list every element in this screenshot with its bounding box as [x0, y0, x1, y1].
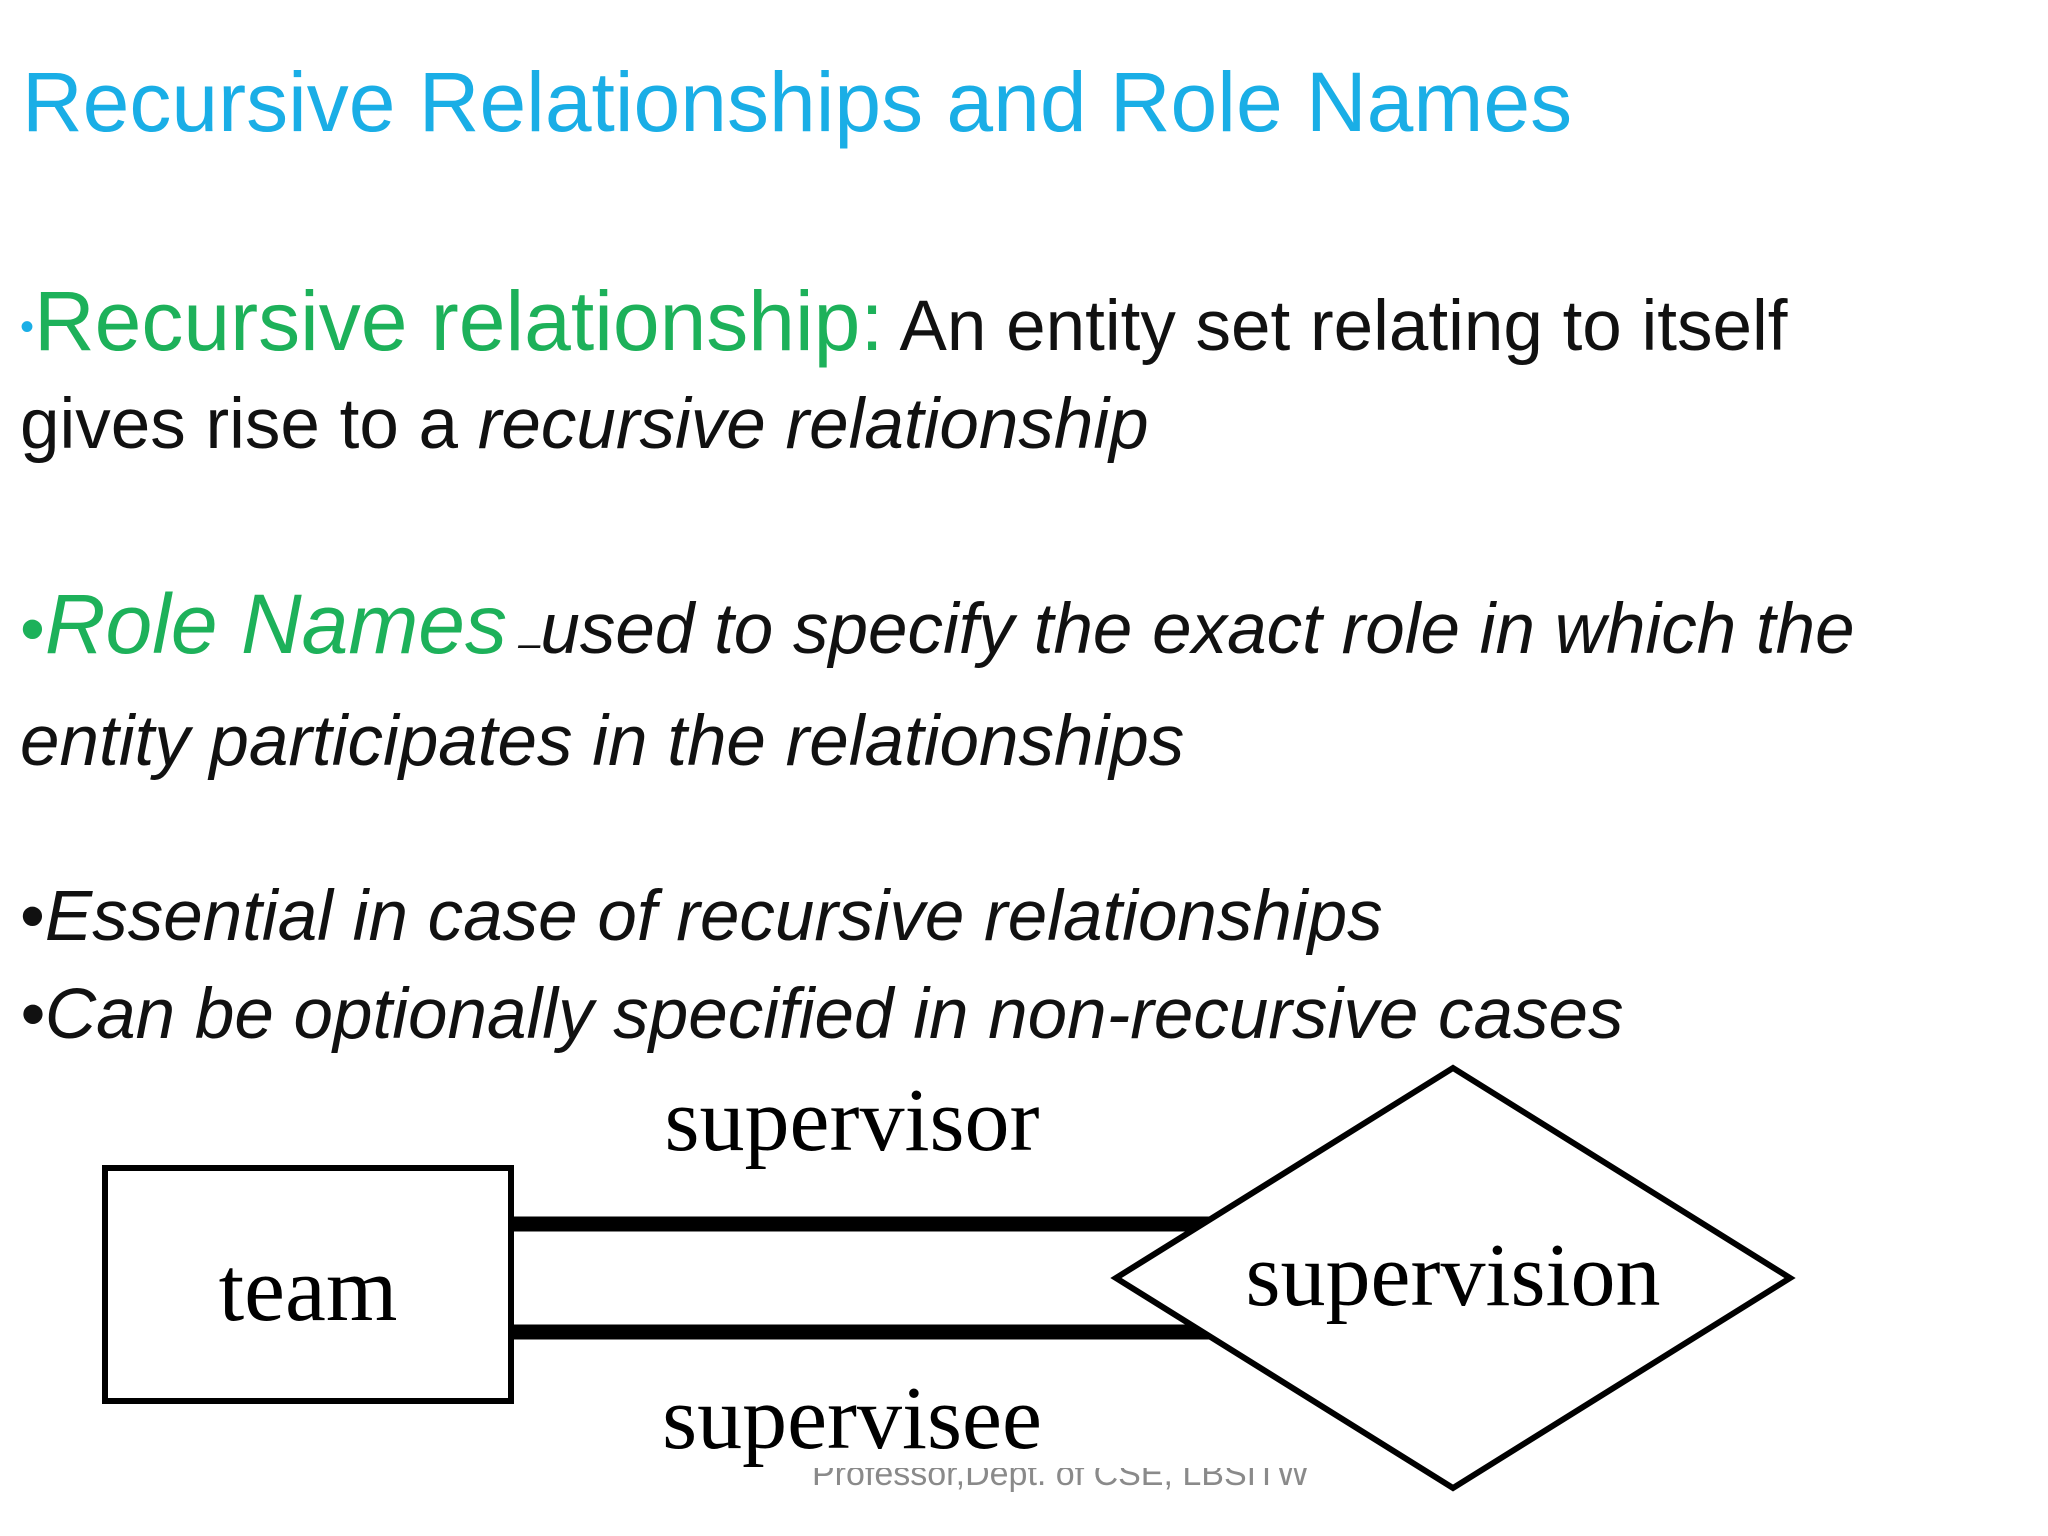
bullet-text-italic: recursive relationship [477, 385, 1149, 464]
relationship-diamond [1110, 1064, 1796, 1492]
bullet-text: An entity set relating to itself [883, 287, 1788, 366]
term-recursive-relationship: Recursive relationship: [34, 274, 884, 368]
bullet-line: •Recursive relationship: An entity set r… [20, 272, 1788, 376]
bullet-text: used to specify the exact role in which … [540, 590, 1855, 669]
bullet-line: entity participates in the relationships [20, 693, 1855, 791]
term-role-names: Role Names [44, 577, 508, 671]
er-diagram-svg: team supervision supervisor supervisee [102, 1064, 1796, 1492]
bullet-recursive-relationship: •Recursive relationship: An entity set r… [20, 272, 1788, 474]
bullet-optional: •Can be optionally specified in non-recu… [20, 966, 1624, 1064]
slide-title: Recursive Relationships and Role Names [22, 55, 1573, 149]
bullet-essential: •Essential in case of recursive relation… [20, 868, 1383, 966]
footer-text: Professor,Dept. of CSE, LBSITW [812, 1468, 1309, 1493]
bullet-marker: • [20, 975, 45, 1054]
entity-label: team [219, 1238, 398, 1340]
role-label-supervisee: supervisee [662, 1369, 1042, 1468]
relationship-label: supervision [1246, 1226, 1661, 1325]
bullet-marker: • [20, 305, 35, 349]
bullet-line: •Role Names –used to specify the exact r… [20, 575, 1855, 693]
footer-credit: Professor,Dept. of CSE, LBSITW [812, 1468, 1309, 1496]
bullet-text: gives rise to a [20, 385, 478, 464]
bullet-text: Can be optionally specified in non-recur… [44, 975, 1624, 1054]
bullet-line: gives rise to a recursive relationship [20, 376, 1788, 474]
bullet-marker: • [20, 590, 45, 669]
bullet-dash: – [507, 622, 541, 666]
bullet-text: entity participates in the relationships [20, 702, 1185, 781]
bullet-role-names: •Role Names –used to specify the exact r… [20, 575, 1855, 791]
bullet-marker: • [20, 877, 45, 956]
role-label-supervisor: supervisor [665, 1071, 1040, 1170]
bullet-text: Essential in case of recursive relations… [44, 877, 1383, 956]
er-diagram: team supervision supervisor supervisee [30, 1060, 1830, 1500]
entity-box [102, 1165, 514, 1404]
